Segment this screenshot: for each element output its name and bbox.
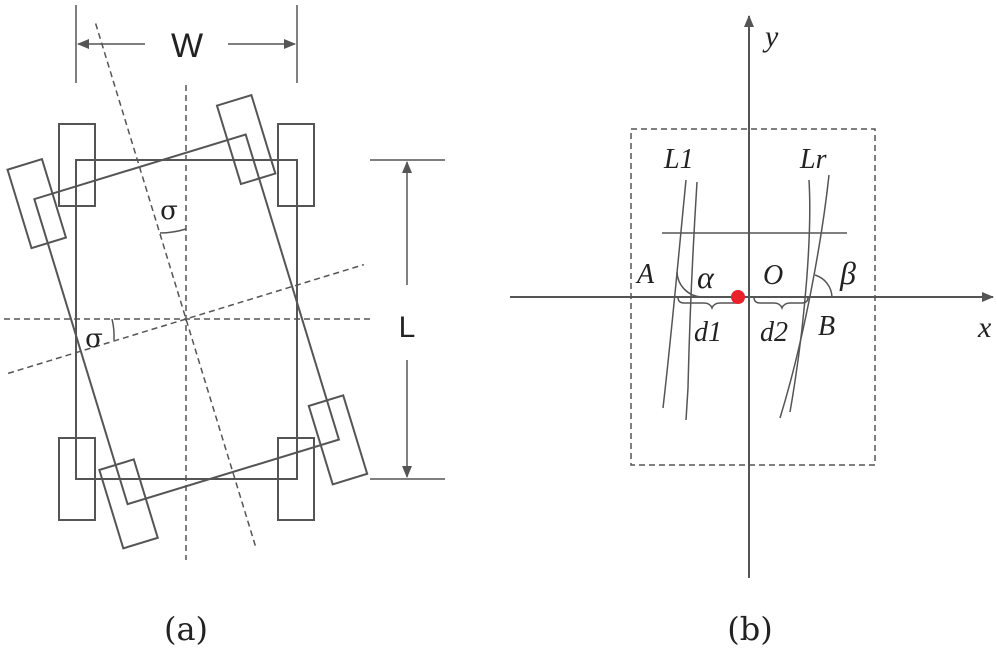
alpha-label: α — [697, 259, 715, 295]
angle-arc-left — [111, 318, 115, 341]
angle-label-left: σ — [85, 324, 103, 354]
wheel-straight-fr — [277, 123, 315, 207]
wheel-rotated-fl — [6, 157, 68, 250]
left-lane-label: L1 — [663, 144, 694, 175]
caption-a: (a) — [164, 610, 208, 648]
d1-label: d1 — [694, 317, 722, 348]
wheel-rotated-rr — [307, 394, 369, 486]
rotated-horizontal-axis — [7, 263, 365, 375]
right-lane-line-outer — [779, 174, 830, 419]
angle-arc-top — [159, 228, 187, 234]
angle-label-top: σ — [160, 196, 178, 226]
wheel-straight-rl — [58, 437, 96, 521]
vehicle-center-dot — [731, 290, 745, 304]
right-lane-line — [789, 179, 811, 413]
wheel-rotated-rl — [98, 458, 159, 550]
length-label: L — [399, 311, 416, 344]
d2-brace — [753, 296, 809, 311]
beta-label: β — [839, 255, 856, 291]
beta-arc — [814, 274, 833, 298]
left-lane-line — [662, 179, 687, 409]
panel-a: W L σ σ (a) — [4, 5, 445, 648]
width-label: W — [171, 27, 203, 65]
rotated-vertical-axis — [94, 23, 258, 550]
alpha-arc — [676, 271, 702, 298]
origin-label: O — [763, 260, 783, 291]
wheel-straight-fl — [58, 123, 96, 207]
x-axis-label: x — [977, 311, 992, 344]
right-lane-label: Lr — [799, 144, 827, 175]
y-axis-label: y — [762, 20, 779, 53]
panel-b: x y L1 Lr A B O α β d1 d2 (b) — [510, 15, 994, 648]
left-lane-line-inner — [685, 181, 698, 421]
vehicle-rotated — [6, 23, 369, 550]
wheel-straight-rr — [277, 437, 315, 521]
d2-label: d2 — [760, 317, 788, 348]
wheel-rotated-fr — [215, 93, 277, 186]
point-a-label: A — [635, 259, 655, 290]
caption-b: (b) — [727, 610, 772, 648]
point-b-label: B — [818, 311, 835, 342]
